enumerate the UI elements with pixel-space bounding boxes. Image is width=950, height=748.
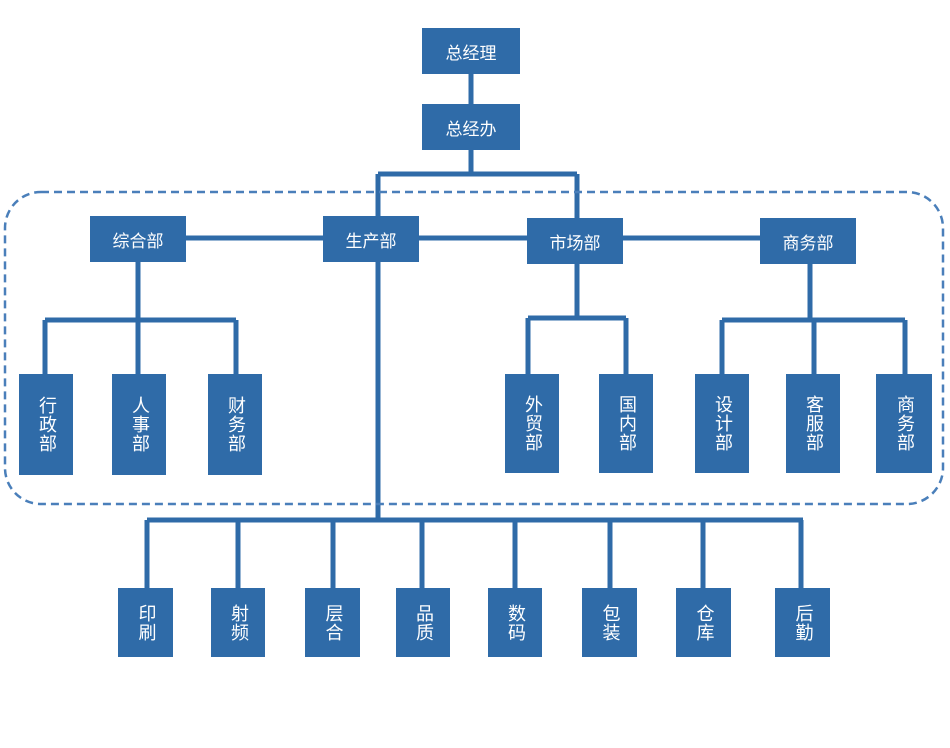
box-dept-market: 市场部 <box>527 218 623 264</box>
box-unit-business-1: 客服部 <box>786 374 840 473</box>
box-unit-admin-2: 财务部 <box>208 374 262 475</box>
box-dept-production: 生产部 <box>323 216 419 262</box>
box-unit-admin-1: 人事部 <box>112 374 166 475</box>
box-unit-business-0: 设计部 <box>695 374 749 473</box>
box-unit-production-7: 后勤 <box>775 588 830 657</box>
box-general-manager: 总经理 <box>422 28 520 74</box>
box-unit-admin-0: 行政部 <box>19 374 73 475</box>
box-unit-market-0: 外贸部 <box>505 374 559 473</box>
department-group-outline <box>3 190 945 506</box>
box-unit-production-3: 品质 <box>396 588 450 657</box>
box-unit-production-4: 数码 <box>488 588 542 657</box>
box-unit-market-1: 国内部 <box>599 374 653 473</box>
box-unit-production-2: 层合 <box>305 588 360 657</box>
box-dept-admin: 综合部 <box>90 216 186 262</box>
box-unit-production-6: 仓库 <box>676 588 731 657</box>
box-unit-business-2: 商务部 <box>876 374 932 473</box>
box-unit-production-0: 印刷 <box>118 588 173 657</box>
box-unit-production-1: 射频 <box>211 588 265 657</box>
box-general-office: 总经办 <box>422 104 520 150</box>
box-dept-business: 商务部 <box>760 218 856 264</box>
box-unit-production-5: 包装 <box>582 588 637 657</box>
